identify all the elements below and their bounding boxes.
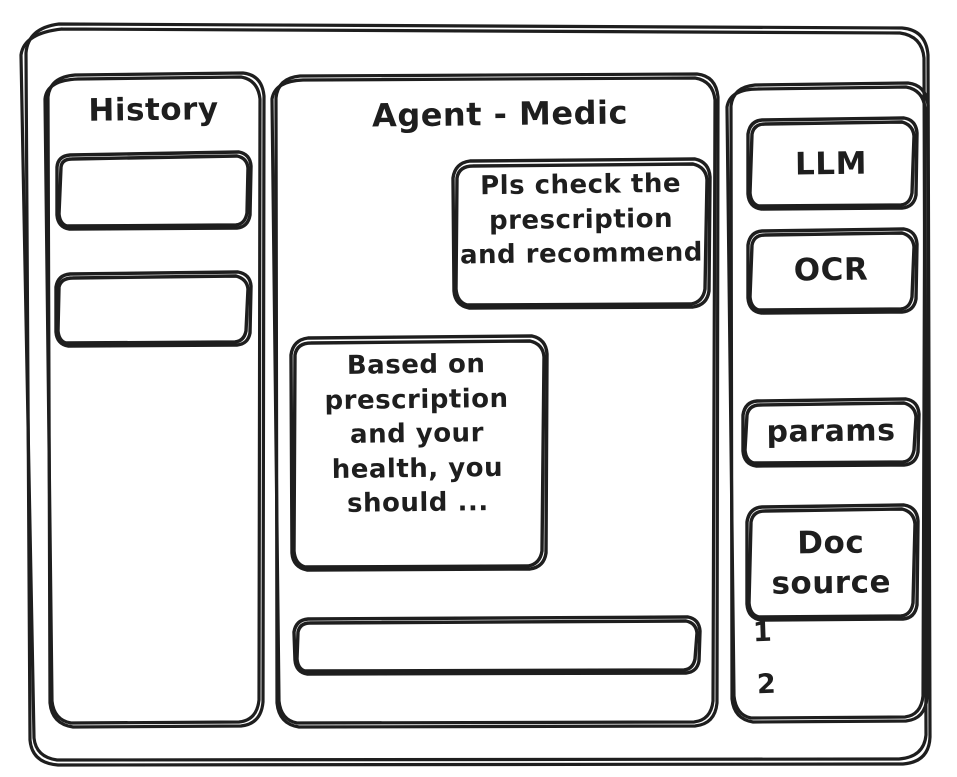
card-ocr[interactable]: [748, 229, 917, 313]
card-params[interactable]: [743, 399, 919, 466]
doc-source-item-1[interactable]: 1: [752, 616, 773, 649]
agent-message-text: Based on prescription and your health, y…: [324, 349, 509, 520]
user-message-bubble-outline: [451, 157, 712, 310]
main-panel-outline: [270, 72, 720, 729]
left-panel-outline: [43, 71, 266, 729]
page-title-history: History: [88, 91, 219, 129]
history-item-1[interactable]: [57, 152, 251, 229]
history-item-2[interactable]: [56, 272, 251, 346]
user-message-text: Pls check the prescription and recommend: [459, 168, 704, 271]
agent-message-bubble-outline: [289, 334, 549, 572]
history-item-2-outline: [54, 270, 253, 348]
composer-input-outline: [292, 615, 702, 676]
window-frame-outline: [19, 22, 932, 767]
card-llm-outline: [746, 116, 919, 211]
composer-input[interactable]: [294, 617, 700, 674]
doc-source-item-2[interactable]: 2: [756, 668, 777, 701]
card-doc-source-outline: [745, 503, 920, 622]
right-panel-outline: [725, 81, 930, 724]
card-ocr-outline: [746, 227, 919, 315]
card-params-outline: [741, 397, 921, 468]
card-doc-source[interactable]: [747, 505, 918, 620]
card-llm[interactable]: [748, 118, 917, 209]
history-item-1-outline: [55, 150, 253, 231]
page-title-agent: Agent - Medic: [371, 93, 629, 135]
